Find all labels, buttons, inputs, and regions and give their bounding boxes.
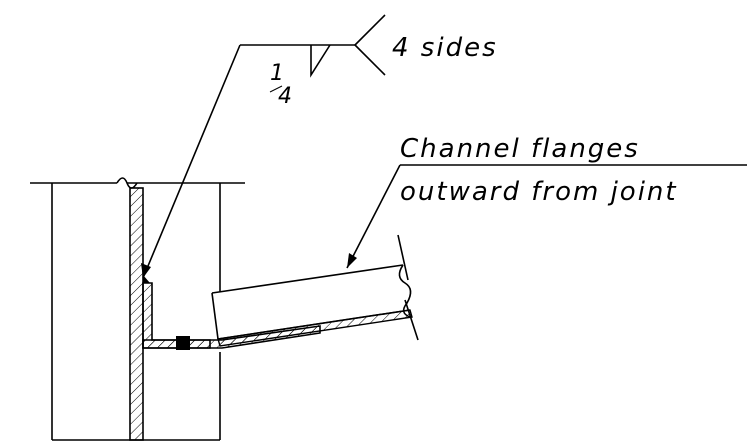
callout-line-1: Channel flanges bbox=[400, 134, 640, 164]
channel-member bbox=[211, 234, 419, 347]
weld-size-fraction-bar bbox=[269, 85, 283, 93]
callout-leader bbox=[346, 164, 747, 269]
weld-symbol bbox=[141, 14, 386, 279]
callout-line-2: outward from joint bbox=[400, 177, 678, 207]
weld-size-numerator: 1 bbox=[270, 61, 284, 86]
vertical-plate bbox=[129, 187, 144, 441]
weld-size-denominator: 4 bbox=[278, 84, 292, 109]
weld-tail-note: 4 sides bbox=[392, 33, 498, 63]
